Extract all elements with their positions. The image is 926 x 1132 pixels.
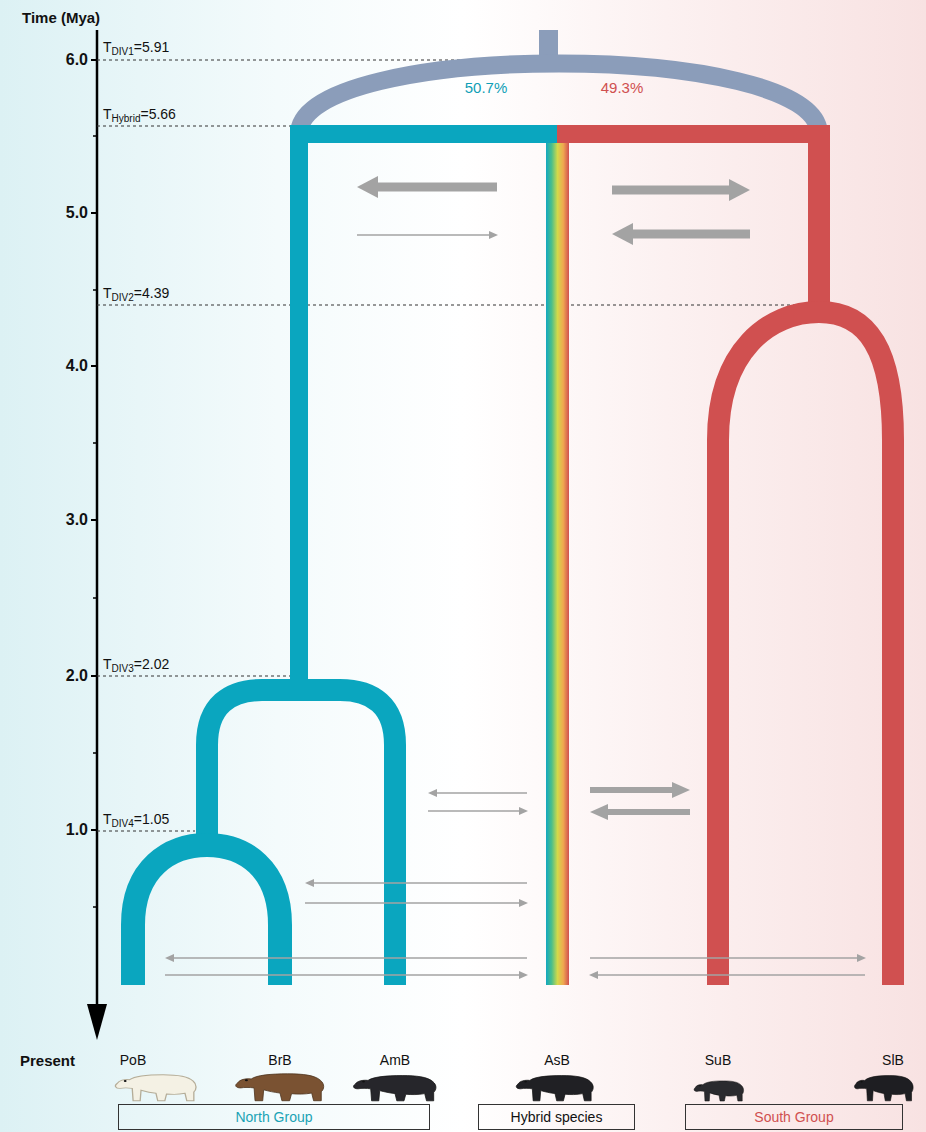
group-box: South Group <box>685 1104 903 1130</box>
ancestral-lineage <box>299 30 819 134</box>
axis-title: Time (Mya) <box>22 9 100 26</box>
gene-flow-arrows <box>165 176 866 979</box>
species-label: AsB <box>544 1052 570 1068</box>
tick-label: 4.0 <box>66 357 88 375</box>
species-label: SlB <box>882 1052 904 1068</box>
tick-label: 2.0 <box>66 667 88 685</box>
bear-illustrations <box>115 1074 913 1101</box>
time-subscript: DIV2 <box>112 292 134 303</box>
time-text: T <box>103 656 112 672</box>
time-text: T <box>103 106 112 122</box>
tick-label: 1.0 <box>66 821 88 839</box>
species-label: PoB <box>120 1052 146 1068</box>
tick-label: 6.0 <box>66 51 88 69</box>
time-text: =2.02 <box>134 656 169 672</box>
time-axis <box>87 30 107 1040</box>
time-annotation: TDIV3=2.02 <box>103 656 169 675</box>
tick-label: Present <box>20 1052 75 1069</box>
tick-label: 3.0 <box>66 511 88 529</box>
time-annotation: TDIV1=5.91 <box>103 39 169 58</box>
time-text: =1.05 <box>134 811 169 827</box>
species-label: BrB <box>268 1052 291 1068</box>
group-box: Hybrid species <box>478 1104 635 1130</box>
percentage-label: 49.3% <box>601 79 644 96</box>
group-box: North Group <box>118 1104 430 1130</box>
north-lineage <box>133 125 557 985</box>
time-text: T <box>103 39 112 55</box>
time-text: T <box>103 811 112 827</box>
time-text: =5.91 <box>134 39 169 55</box>
time-subscript: DIV3 <box>112 663 134 674</box>
time-annotation: THybrid=5.66 <box>103 106 176 125</box>
south-lineage <box>557 125 893 985</box>
group-label: North Group <box>119 1105 429 1129</box>
time-subscript: DIV1 <box>112 46 134 57</box>
species-label: SuB <box>705 1052 731 1068</box>
time-subscript: DIV4 <box>112 818 134 829</box>
percentage-label: 50.7% <box>465 79 508 96</box>
species-label: AmB <box>380 1052 410 1068</box>
time-text: =5.66 <box>140 106 175 122</box>
tick-label: 5.0 <box>66 204 88 222</box>
time-subscript: Hybrid <box>112 113 141 124</box>
time-text: =4.39 <box>134 285 169 301</box>
time-text: T <box>103 285 112 301</box>
time-annotation: TDIV4=1.05 <box>103 811 169 830</box>
group-label: South Group <box>686 1105 902 1129</box>
time-annotation: TDIV2=4.39 <box>103 285 169 304</box>
hybrid-lineage <box>546 143 569 985</box>
group-label: Hybrid species <box>479 1105 634 1129</box>
